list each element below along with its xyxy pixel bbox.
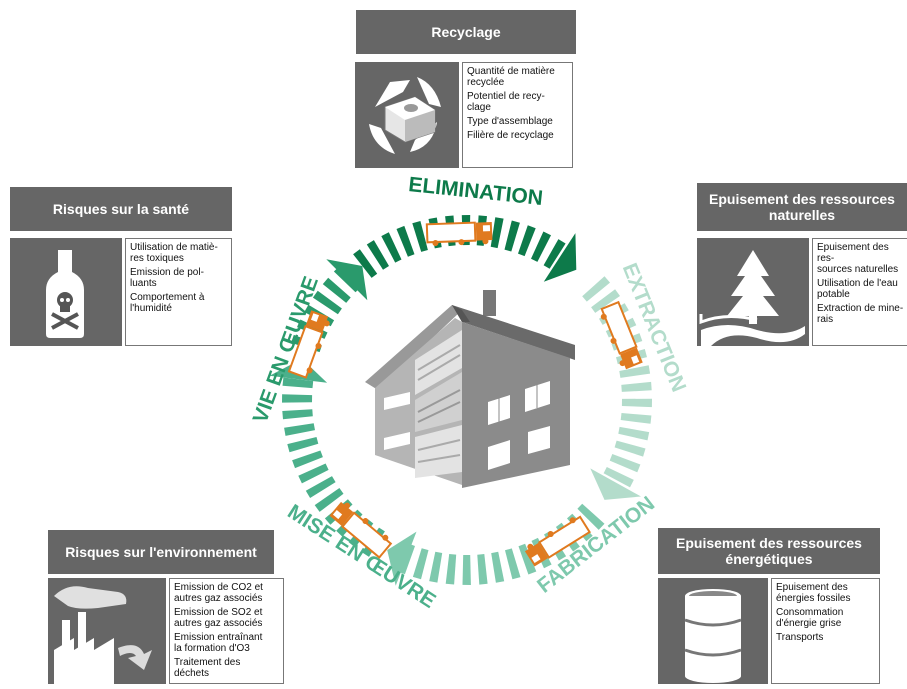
arc-segment	[353, 249, 378, 278]
arc-segment	[305, 476, 336, 498]
list-item: Emission entraînant la formation d'O3	[174, 632, 263, 654]
truck-icon	[600, 300, 643, 370]
arc-segment	[284, 423, 315, 436]
stage-label-elimination: ELIMINATION	[407, 173, 544, 210]
panel-sante-list: Utilisation de matiè- res toxiques Emiss…	[125, 238, 232, 346]
panel-energetiques-list: Epuisement des énergies fossiles Consomm…	[771, 578, 880, 684]
arc-segment	[582, 276, 610, 302]
list-item: Transports	[776, 632, 824, 643]
truck-icon	[425, 221, 493, 247]
panel-energetiques-title: Epuisement des ressources énergétiques	[658, 528, 880, 574]
list-item: Potentiel de recy- clage	[467, 91, 545, 113]
list-item: Quantité de matière recyclée	[467, 66, 555, 88]
list-item: Utilisation de l'eau potable	[817, 278, 898, 300]
arc-segment	[462, 555, 471, 585]
list-item: Consommation d'énergie grise	[776, 607, 844, 629]
panel-naturelles-title: Epuisement des ressources naturelles	[697, 183, 907, 231]
arc-segment	[591, 289, 620, 313]
arc-segment	[282, 409, 313, 420]
arc-arrowhead	[326, 259, 368, 301]
arc-segment	[292, 450, 323, 469]
arc-segment	[490, 217, 504, 249]
list-item: Extraction de mine- rais	[817, 303, 904, 325]
arc-segment	[609, 454, 641, 473]
arc-segment	[543, 239, 566, 269]
house-icon	[365, 290, 575, 488]
panel-environnement-list: Emission de CO2 et autres gaz associés E…	[169, 578, 284, 684]
recycle-icon	[355, 62, 459, 168]
arc-segment	[396, 225, 415, 257]
oil-barrel-icon	[658, 578, 768, 684]
arc-arrowhead	[387, 531, 417, 586]
arc-segment	[312, 290, 342, 315]
factory-pollution-icon	[48, 578, 166, 684]
poison-bottle-icon	[10, 238, 122, 346]
list-item: Emission de CO2 et autres gaz associés	[174, 582, 263, 604]
panel-recyclage-title: Recyclage	[356, 10, 576, 54]
arc-segment	[619, 365, 651, 378]
arc-segment	[491, 551, 505, 583]
arc-extraction	[582, 276, 652, 500]
panel-naturelles-list: Epuisement des res- sources naturelles U…	[812, 238, 907, 346]
arc-segment	[603, 467, 634, 488]
arc-segment	[287, 437, 319, 453]
arc-segment	[621, 381, 652, 392]
list-item: Traitement des déchets	[174, 657, 241, 679]
arc-segment	[477, 554, 488, 585]
arc-segment	[518, 543, 537, 575]
arc-segment	[518, 225, 536, 257]
truck-icon	[287, 310, 330, 379]
arc-segment	[412, 548, 429, 580]
arc-arrowhead	[590, 468, 641, 500]
arc-segment	[282, 377, 314, 389]
arc-segment	[314, 488, 344, 512]
list-item: Filière de recyclage	[467, 130, 554, 141]
arc-segment	[282, 394, 313, 403]
landscape-tree-icon	[697, 238, 809, 346]
truck-icon	[524, 515, 591, 567]
list-item: Type d'assemblage	[467, 116, 553, 127]
panel-sante-title: Risques sur la santé	[10, 187, 232, 231]
arc-segment	[366, 240, 389, 270]
arc-segment	[412, 221, 428, 252]
arc-segment	[614, 440, 646, 457]
panel-environnement-title: Risques sur l'environnement	[48, 530, 274, 574]
list-item: Epuisement des énergies fossiles	[776, 582, 851, 604]
list-item: Emission de SO2 et autres gaz associés	[174, 607, 263, 629]
arc-segment	[322, 277, 351, 303]
transport-trucks	[287, 221, 643, 567]
stage-label-mise-en-oeuvre: MISE EN ŒUVRE	[283, 500, 439, 613]
arc-segment	[505, 548, 521, 580]
arc-segment	[620, 413, 652, 424]
arc-segment	[621, 398, 652, 408]
arc-segment	[618, 426, 650, 441]
arc-segment	[445, 554, 457, 585]
arc-segment	[381, 232, 402, 263]
list-item: Comportement à l'humidité	[130, 292, 205, 314]
arc-segment	[298, 463, 329, 484]
arc-segment	[429, 551, 443, 583]
list-item: Emission de pol- luants	[130, 267, 204, 289]
list-item: Epuisement des res- sources naturelles	[817, 242, 899, 275]
panel-recyclage-list: Quantité de matière recyclée Potentiel d…	[462, 62, 573, 168]
arc-segment	[531, 231, 551, 262]
truck-icon	[329, 501, 393, 559]
list-item: Utilisation de matiè- res toxiques	[130, 242, 218, 264]
arc-segment	[504, 220, 520, 252]
arc-arrowhead	[543, 233, 577, 282]
arc-segment	[577, 503, 605, 530]
